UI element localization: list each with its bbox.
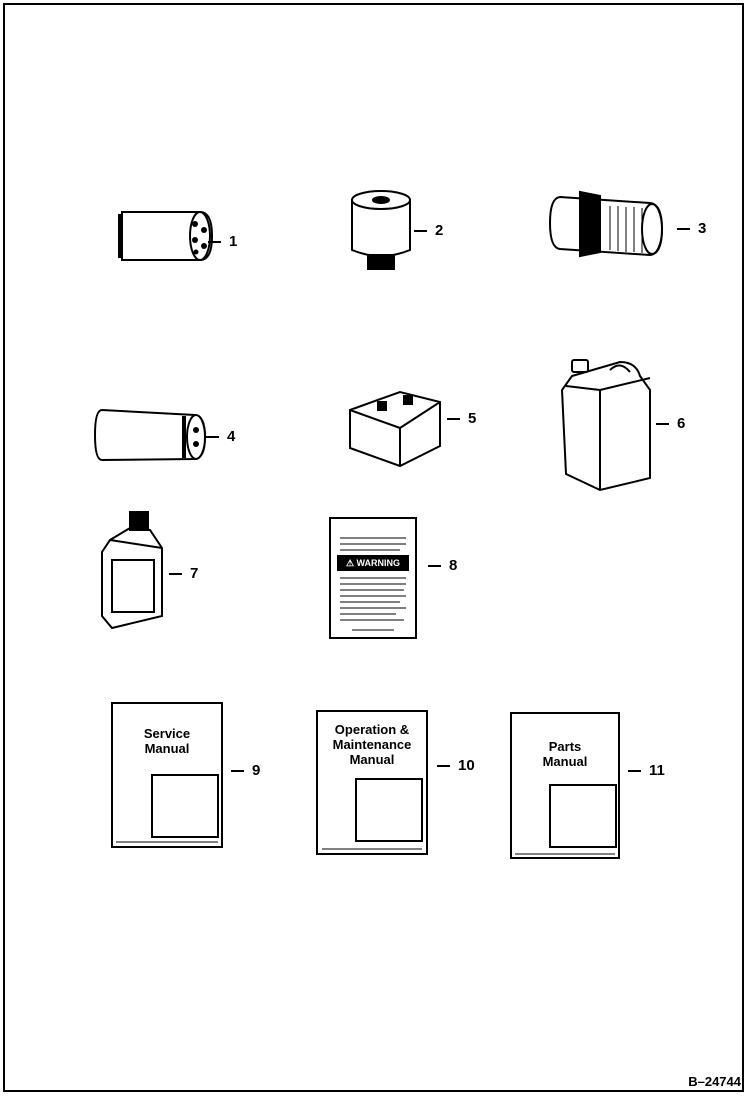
- hydraulic-filter-icon: [93, 408, 207, 462]
- battery-icon: [349, 390, 441, 468]
- callout-2-label: 2: [435, 222, 444, 239]
- coolant-jug-icon: [560, 359, 651, 492]
- callout-1: 1: [208, 234, 237, 249]
- callout-5: 5: [447, 411, 476, 426]
- callout-3: 3: [677, 221, 706, 236]
- operation-manual-icon: [316, 710, 428, 855]
- decal-icon: [329, 517, 417, 639]
- callout-3-label: 3: [698, 220, 707, 237]
- oil-bottle-icon: [101, 511, 163, 630]
- callout-10: 10: [437, 758, 475, 773]
- service-manual-icon: [111, 702, 223, 848]
- callout-11-label: 11: [649, 762, 665, 779]
- operation-manual-title-line-3: Manual: [349, 752, 395, 767]
- parts-manual-icon: [510, 712, 620, 859]
- service-manual-title: Service Manual: [112, 726, 222, 756]
- operation-manual-title: Operation & Maintenance Manual: [317, 722, 427, 767]
- oil-filter-icon: [118, 211, 214, 261]
- callout-11: 11: [628, 763, 665, 778]
- callout-6-label: 6: [677, 415, 686, 432]
- air-filter-icon: [548, 190, 664, 258]
- callout-2: 2: [414, 223, 443, 238]
- callout-4: 4: [206, 429, 235, 444]
- callout-7: 7: [169, 566, 198, 581]
- callout-5-label: 5: [468, 410, 477, 427]
- callout-8-label: 8: [449, 557, 458, 574]
- callout-10-label: 10: [458, 757, 475, 774]
- callout-4-label: 4: [227, 428, 236, 445]
- service-manual-title-line-2: Manual: [144, 741, 190, 756]
- fuel-filter-icon: [351, 190, 411, 270]
- operation-manual-title-line-2: Maintenance: [332, 737, 412, 752]
- figure-id: B–24744: [688, 1074, 741, 1089]
- callout-9-label: 9: [252, 762, 261, 779]
- callout-8: 8: [428, 558, 457, 573]
- parts-manual-title: Parts Manual: [511, 739, 619, 769]
- service-manual-title-line-1: Service: [143, 726, 191, 741]
- callout-6: 6: [656, 416, 685, 431]
- parts-manual-title-line-1: Parts: [548, 739, 582, 754]
- operation-manual-title-line-1: Operation &: [334, 722, 410, 737]
- callout-9: 9: [231, 763, 260, 778]
- parts-manual-title-line-2: Manual: [542, 754, 588, 769]
- callout-1-label: 1: [229, 233, 238, 250]
- figure-frame: [3, 3, 744, 1092]
- callout-7-label: 7: [190, 565, 199, 582]
- decal-warning-text: ⚠ WARNING: [345, 558, 401, 568]
